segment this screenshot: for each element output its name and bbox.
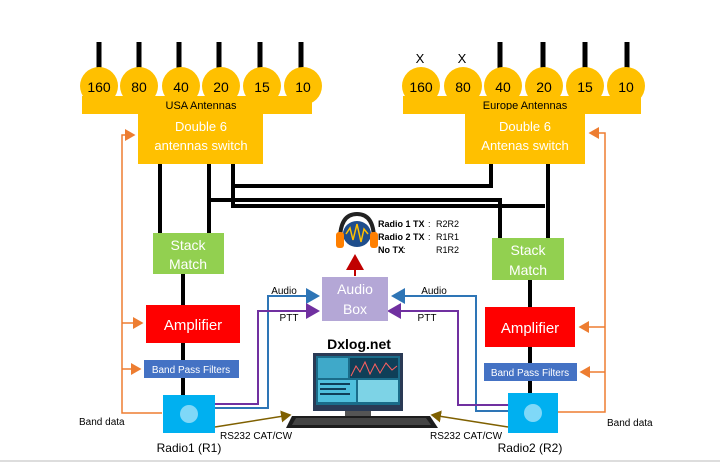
usa-band-80-label: 80 (131, 79, 147, 95)
tx-legend: Radio 1 TX : R2R2 Radio 2 TX : R1R1 No T… (378, 219, 459, 255)
left-band-pass-filters[interactable] (144, 360, 239, 378)
right-ptt-label: PTT (418, 313, 437, 324)
usa-switch-line1: Double 6 (175, 119, 227, 134)
europe-antenna-masts (497, 42, 630, 74)
legend-notx-sep: : (403, 245, 406, 255)
left-stack-line1: Stack (170, 237, 206, 253)
left-stack-line2: Match (169, 256, 207, 272)
europe-band-15-circle (566, 67, 604, 105)
usa-band-40-circle (162, 67, 200, 105)
usa-band-20-label: 20 (213, 79, 229, 95)
legend-radio1-key: Radio 1 TX (378, 219, 425, 229)
left-amplifier[interactable] (146, 305, 240, 343)
ptt-lines (215, 303, 508, 406)
europe-switch-line2: Antenas switch (481, 138, 568, 153)
usa-band-10-circle (284, 67, 322, 105)
pc-title: Dxlog.net (327, 336, 391, 352)
usa-switch-line2: antennas switch (154, 138, 247, 153)
europe-band-40-circle (484, 67, 522, 105)
europe-band-160-circle (402, 67, 440, 105)
left-amplifier-label: Amplifier (164, 317, 222, 334)
usa-band-160-label: 160 (87, 79, 111, 95)
right-stack-line2: Match (509, 262, 547, 278)
legend-radio1-value: R2R2 (436, 219, 459, 229)
europe-antenna-group: X X 160 80 40 20 15 10 Europe Antennas Double… (402, 51, 645, 164)
audio-box-line1: Audio (337, 281, 373, 297)
unused-mark-160: X (416, 51, 425, 66)
headphones-icon (336, 211, 378, 248)
usa-band-15-circle (243, 67, 281, 105)
europe-antenna-switch[interactable] (465, 110, 585, 164)
audio-box-line2: Box (343, 301, 367, 317)
europe-band-15-label: 15 (577, 79, 593, 95)
left-bpf-label: Band Pass Filters (152, 365, 230, 376)
radio-icon (524, 404, 542, 422)
legend-radio2-value: R1R1 (436, 232, 459, 242)
right-bpf-label: Band Pass Filters (491, 368, 569, 379)
right-audio-label: Audio (421, 286, 447, 297)
left-audio-label: Audio (271, 286, 297, 297)
right-stack-match[interactable] (492, 238, 564, 280)
right-band-pass-filters[interactable] (484, 363, 577, 381)
radio1-label: Radio1 (R1) (157, 441, 222, 455)
europe-band-20-circle (525, 67, 563, 105)
left-stack-match[interactable] (153, 233, 224, 274)
usa-antenna-switch[interactable] (138, 110, 263, 164)
europe-band-40-label: 40 (495, 79, 511, 95)
right-rs232-label: RS232 CAT/CW (430, 431, 503, 442)
legend-radio2-sep: : (428, 232, 431, 242)
usa-antenna-label-bar (82, 96, 312, 114)
europe-band-160-label: 160 (409, 79, 433, 95)
europe-band-20-label: 20 (536, 79, 552, 95)
left-ptt-label: PTT (280, 313, 299, 324)
legend-notx-key: No TX (378, 245, 404, 255)
rs232-lines (214, 410, 509, 428)
europe-band-80-label: 80 (455, 79, 471, 95)
radio2[interactable] (508, 393, 558, 433)
europe-band-80-circle (444, 67, 482, 105)
europe-antenna-label-bar (403, 96, 641, 114)
usa-band-40-label: 40 (173, 79, 189, 95)
legend-radio2-key: Radio 2 TX (378, 232, 425, 242)
europe-antennas-label: Europe Antennas (483, 100, 568, 112)
europe-band-circles: 160 80 40 20 15 10 (402, 67, 645, 105)
legend-radio1-sep: : (428, 219, 431, 229)
usa-band-circles: 160 80 40 20 15 10 (80, 67, 322, 105)
right-band-data-label: Band data (607, 418, 653, 429)
rf-cables (158, 164, 550, 395)
band-data-lines (121, 127, 606, 414)
usa-antenna-group: 160 80 40 20 15 10 USA Antennas Double 6 ante… (80, 67, 322, 164)
usa-band-10-label: 10 (295, 79, 311, 95)
europe-band-10-circle (607, 67, 645, 105)
legend-notx-value: R1R2 (436, 245, 459, 255)
radio1[interactable] (163, 395, 215, 433)
left-rs232-label: RS232 CAT/CW (220, 431, 293, 442)
usa-antennas-label: USA Antennas (166, 100, 237, 112)
usa-band-160-circle (80, 67, 118, 105)
usa-band-80-circle (120, 67, 158, 105)
audio-box[interactable] (322, 277, 388, 321)
right-amplifier[interactable] (485, 307, 575, 347)
unused-mark-80: X (458, 51, 467, 66)
europe-band-10-label: 10 (618, 79, 634, 95)
audio-lines (215, 288, 508, 412)
radio-icon (180, 405, 198, 423)
radio2-label: Radio2 (R2) (498, 441, 563, 455)
right-stack-line1: Stack (510, 242, 546, 258)
usa-band-20-circle (202, 67, 240, 105)
right-amplifier-label: Amplifier (501, 320, 559, 337)
europe-switch-line1: Double 6 (499, 119, 551, 134)
computer-icon[interactable] (286, 353, 438, 428)
left-band-data-label: Band data (79, 417, 125, 428)
usa-band-15-label: 15 (254, 79, 270, 95)
